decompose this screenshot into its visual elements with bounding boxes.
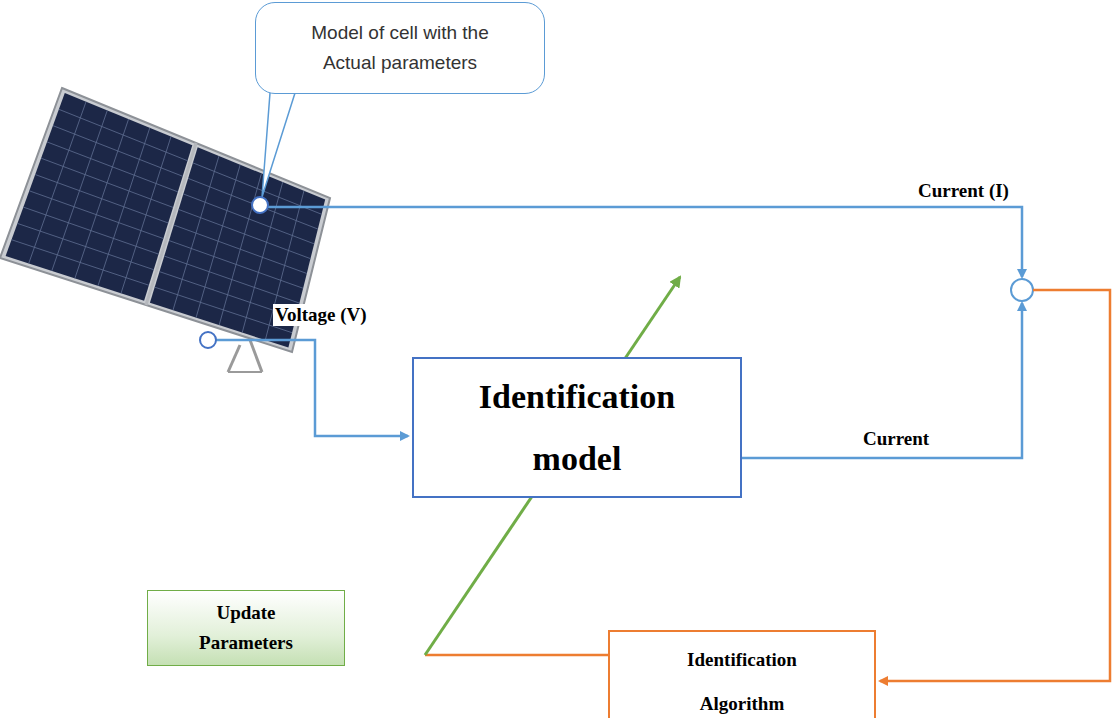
node-text: Identification model (447, 366, 707, 490)
voltage-wire (216, 340, 408, 436)
panel-line (228, 345, 240, 372)
panel-line (23, 207, 158, 254)
error-wire (880, 290, 1110, 681)
summing-junction (1011, 279, 1033, 301)
algorithm-box: Identification Algorithm (608, 630, 876, 718)
terminal-dot (252, 197, 268, 213)
node-text: Update Parameters (176, 598, 316, 658)
panel-line (35, 175, 168, 223)
callout-tail (262, 93, 295, 197)
model-current-wire (742, 303, 1022, 458)
panel-line (146, 143, 196, 305)
panel-line (17, 223, 153, 269)
node-text: Model of cell with the Actual parameters (293, 18, 508, 78)
panel-line (228, 371, 262, 373)
signal-label: Voltage (V) (273, 304, 369, 326)
callout-bubble: Model of cell with the Actual parameters (255, 2, 545, 94)
update-box: Update Parameters (147, 590, 345, 666)
current-wire (268, 207, 1022, 277)
panel-line (188, 178, 318, 229)
process-box: Identification model (412, 357, 742, 498)
panel-line (250, 340, 262, 372)
panel-line (41, 158, 173, 207)
panel-line (47, 142, 178, 192)
signal-label: Current (861, 428, 931, 450)
solar-panel (0, 88, 330, 372)
panel-line (29, 191, 163, 239)
algorithm-output-wire (425, 654, 608, 657)
terminal-dot (200, 332, 216, 348)
signal-label: Current (I) (916, 180, 1011, 202)
panel-line (155, 287, 292, 333)
panel-line (12, 240, 149, 286)
node-text: Identification Algorithm (652, 638, 832, 718)
